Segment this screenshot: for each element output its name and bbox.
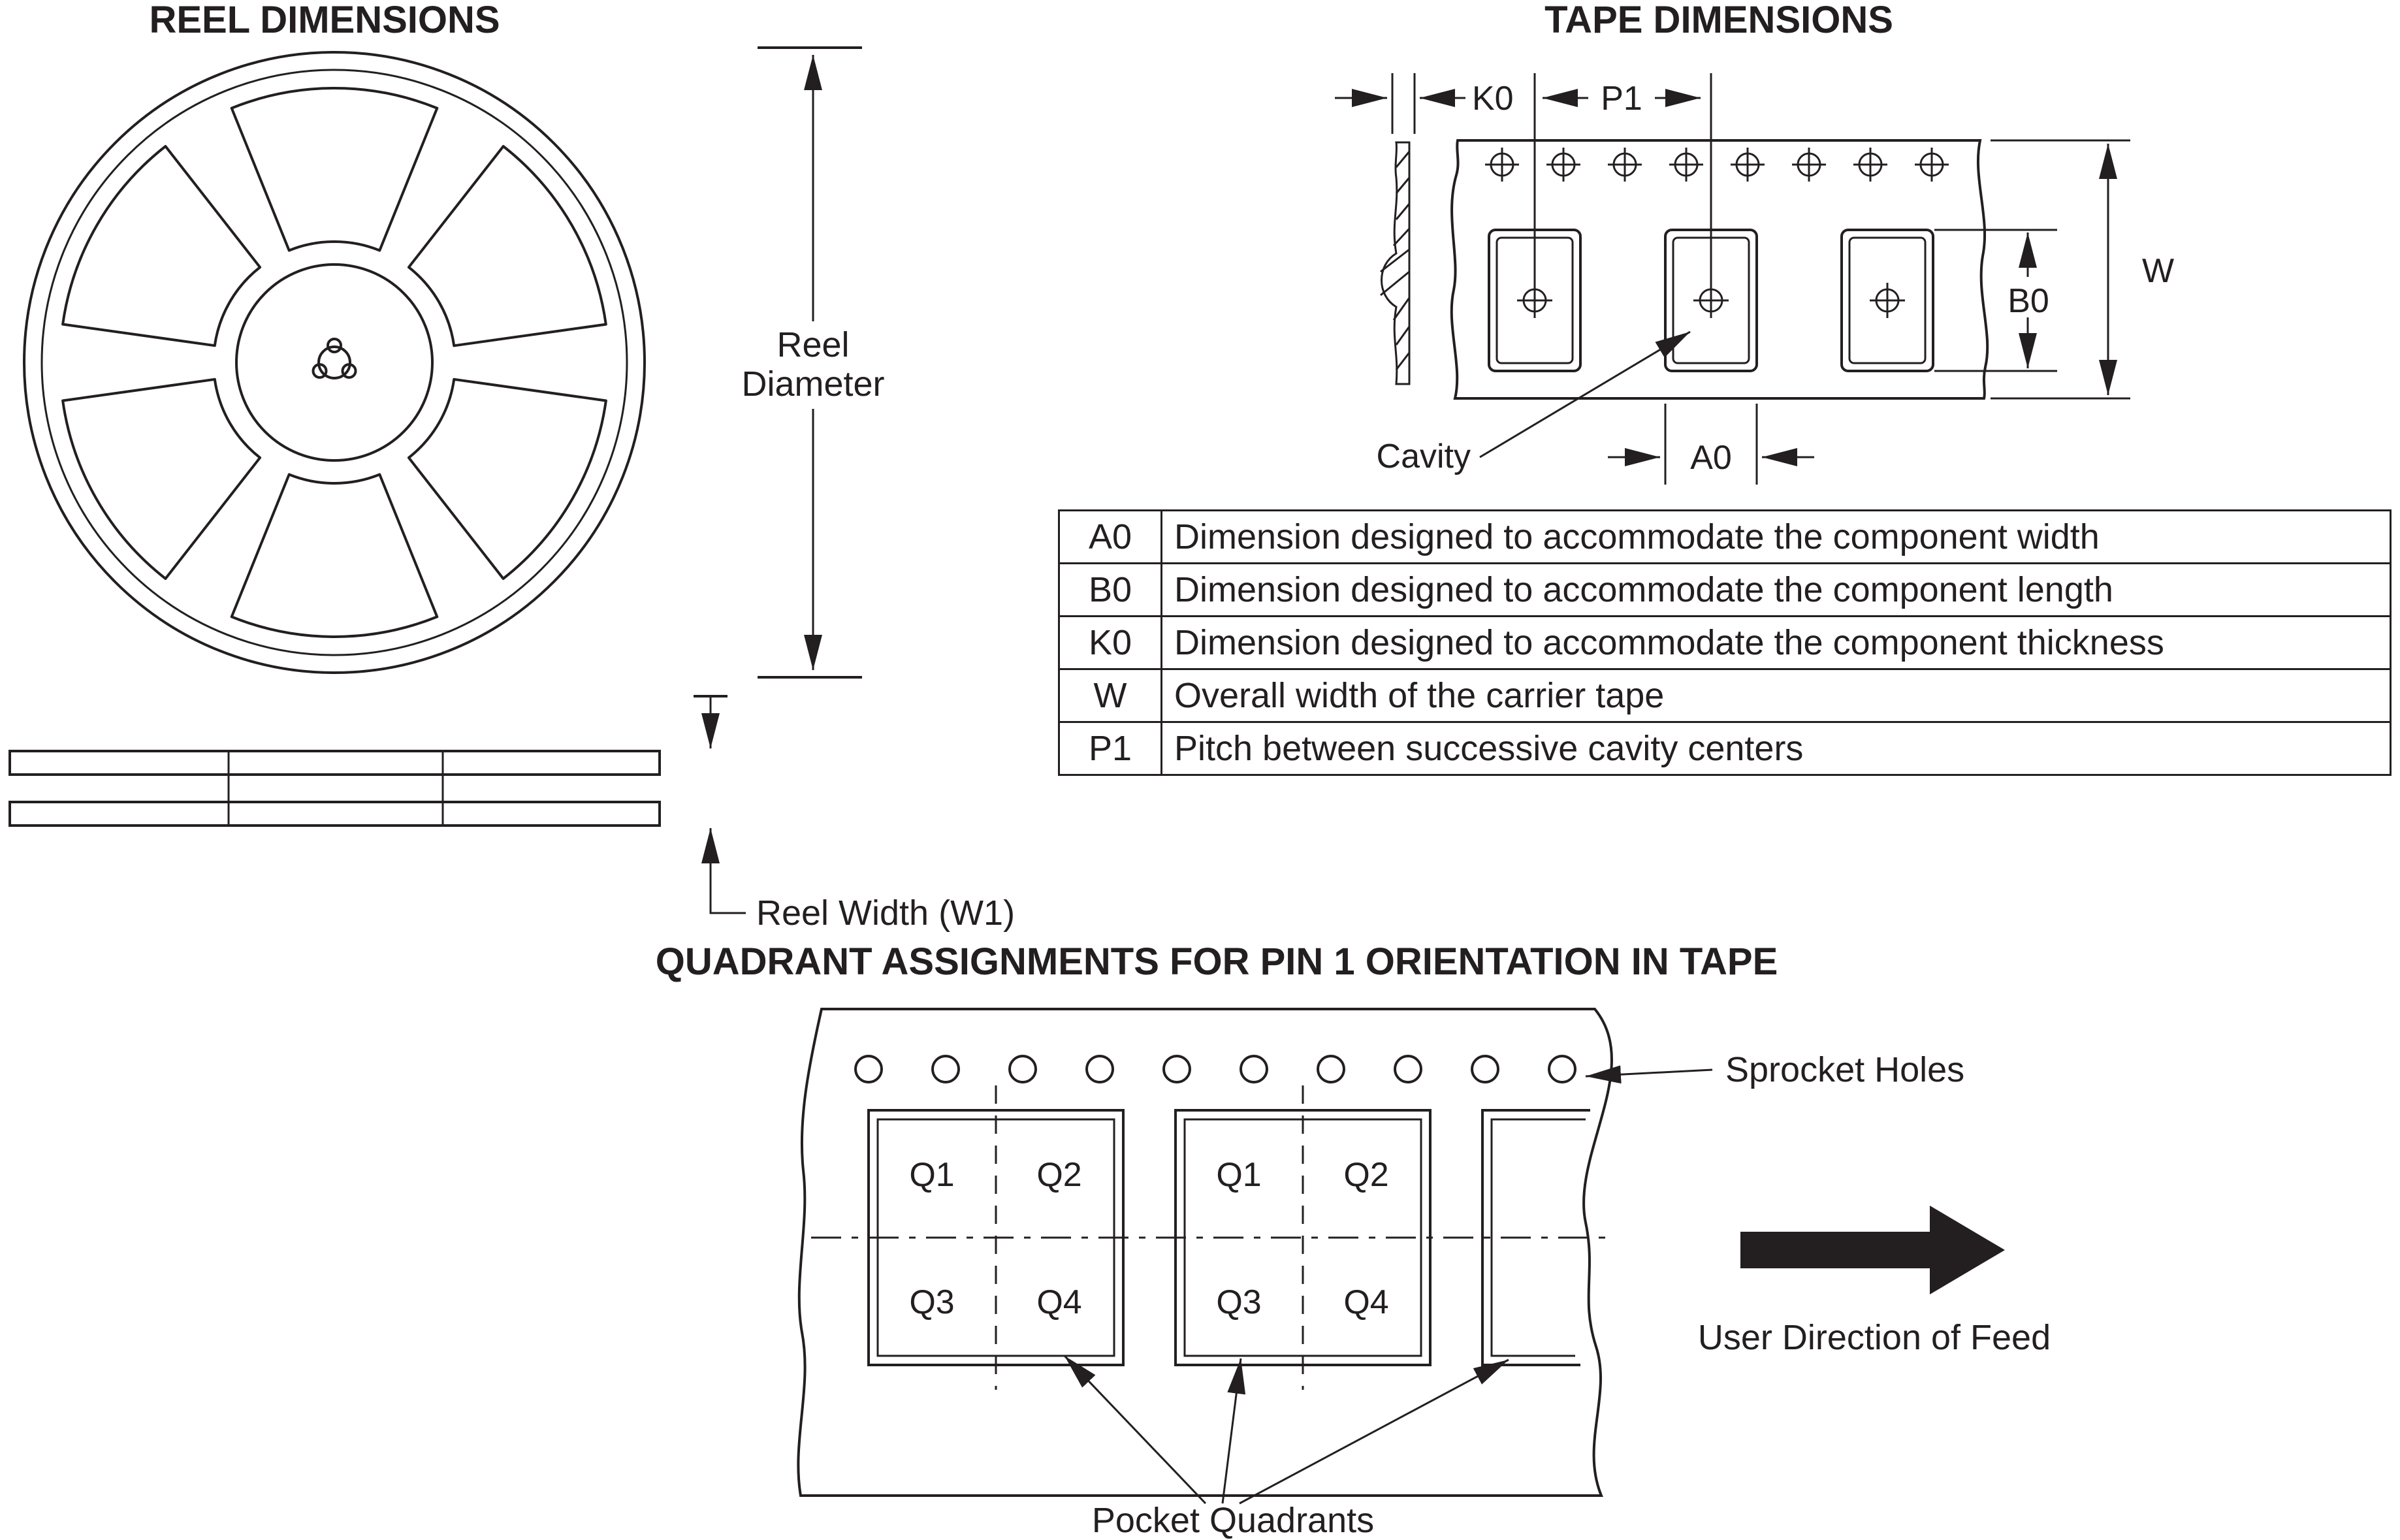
dimension-p1: P1 (1533, 73, 1712, 286)
table-cell-symbol: K0 (1058, 615, 1162, 670)
table-cell-description: Pitch between successive cavity centers (1160, 721, 2392, 776)
sprocket-holes-callout: Sprocket Holes (1585, 1050, 1964, 1089)
tape-end-profile (1380, 141, 1411, 385)
a0-label: A0 (1690, 439, 1732, 477)
quadrant-tape-drawing: Q1 Q2 Q3 Q4 Q1 Q2 Q3 Q4 (797, 1008, 1613, 1497)
table-cell-description: Dimension designed to accommodate the co… (1160, 509, 2392, 564)
table-cell-description: Dimension designed to accommodate the co… (1160, 562, 2392, 617)
dimension-table: A0 Dimension designed to accommodate the… (1058, 509, 2392, 776)
k0-label: K0 (1472, 80, 1514, 118)
reel-front-view (23, 51, 646, 674)
table-cell-description: Overall width of the carrier tape (1160, 668, 2392, 723)
feed-direction: User Direction of Feed (1698, 1206, 2051, 1357)
dimension-w: W (1991, 139, 2174, 400)
cavity-label: Cavity (1377, 438, 1471, 475)
table-row: W Overall width of the carrier tape (1058, 668, 2392, 723)
table-cell-symbol: W (1058, 668, 1162, 723)
profile-hatching (1380, 151, 1411, 370)
dimension-b0: B0 (1934, 229, 2057, 372)
pocket1-q2: Q2 (1036, 1156, 1081, 1194)
sprocket-holes-label: Sprocket Holes (1725, 1050, 1964, 1089)
reel-side-view (8, 750, 661, 827)
table-cell-symbol: P1 (1058, 721, 1162, 776)
reel-width-dimension: Reel Width (W1) (694, 695, 1015, 933)
pocket2-q2: Q2 (1343, 1156, 1388, 1194)
feed-arrow (1740, 1206, 2005, 1294)
table-row: K0 Dimension designed to accommodate the… (1058, 615, 2392, 670)
pocket2-q3: Q3 (1216, 1283, 1261, 1321)
pocket2-q4: Q4 (1343, 1283, 1388, 1321)
hub-trilobe-hole (312, 338, 357, 379)
p1-label: P1 (1601, 80, 1642, 118)
pocket-quadrants-callout: Pocket Quadrants (1063, 1355, 1509, 1540)
feed-direction-label: User Direction of Feed (1698, 1318, 2051, 1357)
pocket-partial (1481, 1109, 1590, 1366)
quadrant-assignments-title: QUADRANT ASSIGNMENTS FOR PIN 1 ORIENTATI… (656, 940, 1778, 983)
table-cell-description: Dimension designed to accommodate the co… (1160, 615, 2392, 670)
table-row: B0 Dimension designed to accommodate the… (1058, 562, 2392, 617)
reel-diameter-label-line1: Reel (776, 325, 849, 364)
table-cell-symbol: A0 (1058, 509, 1162, 564)
reel-width-label: Reel Width (W1) (756, 893, 1015, 933)
pocket1-q3: Q3 (909, 1283, 954, 1321)
dimension-k0: K0 (1335, 73, 1514, 134)
reel-diameter-dimension: Reel Diameter (725, 46, 903, 679)
reel-diameter-label-line2: Diameter (741, 364, 884, 404)
pocket-quadrants-label: Pocket Quadrants (1092, 1501, 1374, 1540)
w-label: W (2142, 252, 2174, 290)
b0-label: B0 (2008, 282, 2049, 320)
carrier-tape-drawing (1450, 139, 1989, 400)
table-cell-symbol: B0 (1058, 562, 1162, 617)
dimension-a0: A0 (1608, 404, 1814, 485)
pocket2-q1: Q1 (1216, 1156, 1261, 1194)
table-row: A0 Dimension designed to accommodate the… (1058, 509, 2392, 564)
cavity-callout: Cavity (1377, 330, 1691, 475)
tape-dimensions-title: TAPE DIMENSIONS (1544, 0, 1893, 41)
pocket1-q4: Q4 (1036, 1283, 1081, 1321)
reel-dimensions-title: REEL DIMENSIONS (149, 0, 500, 41)
table-row: P1 Pitch between successive cavity cente… (1058, 721, 2392, 776)
pocket1-q1: Q1 (909, 1156, 954, 1194)
